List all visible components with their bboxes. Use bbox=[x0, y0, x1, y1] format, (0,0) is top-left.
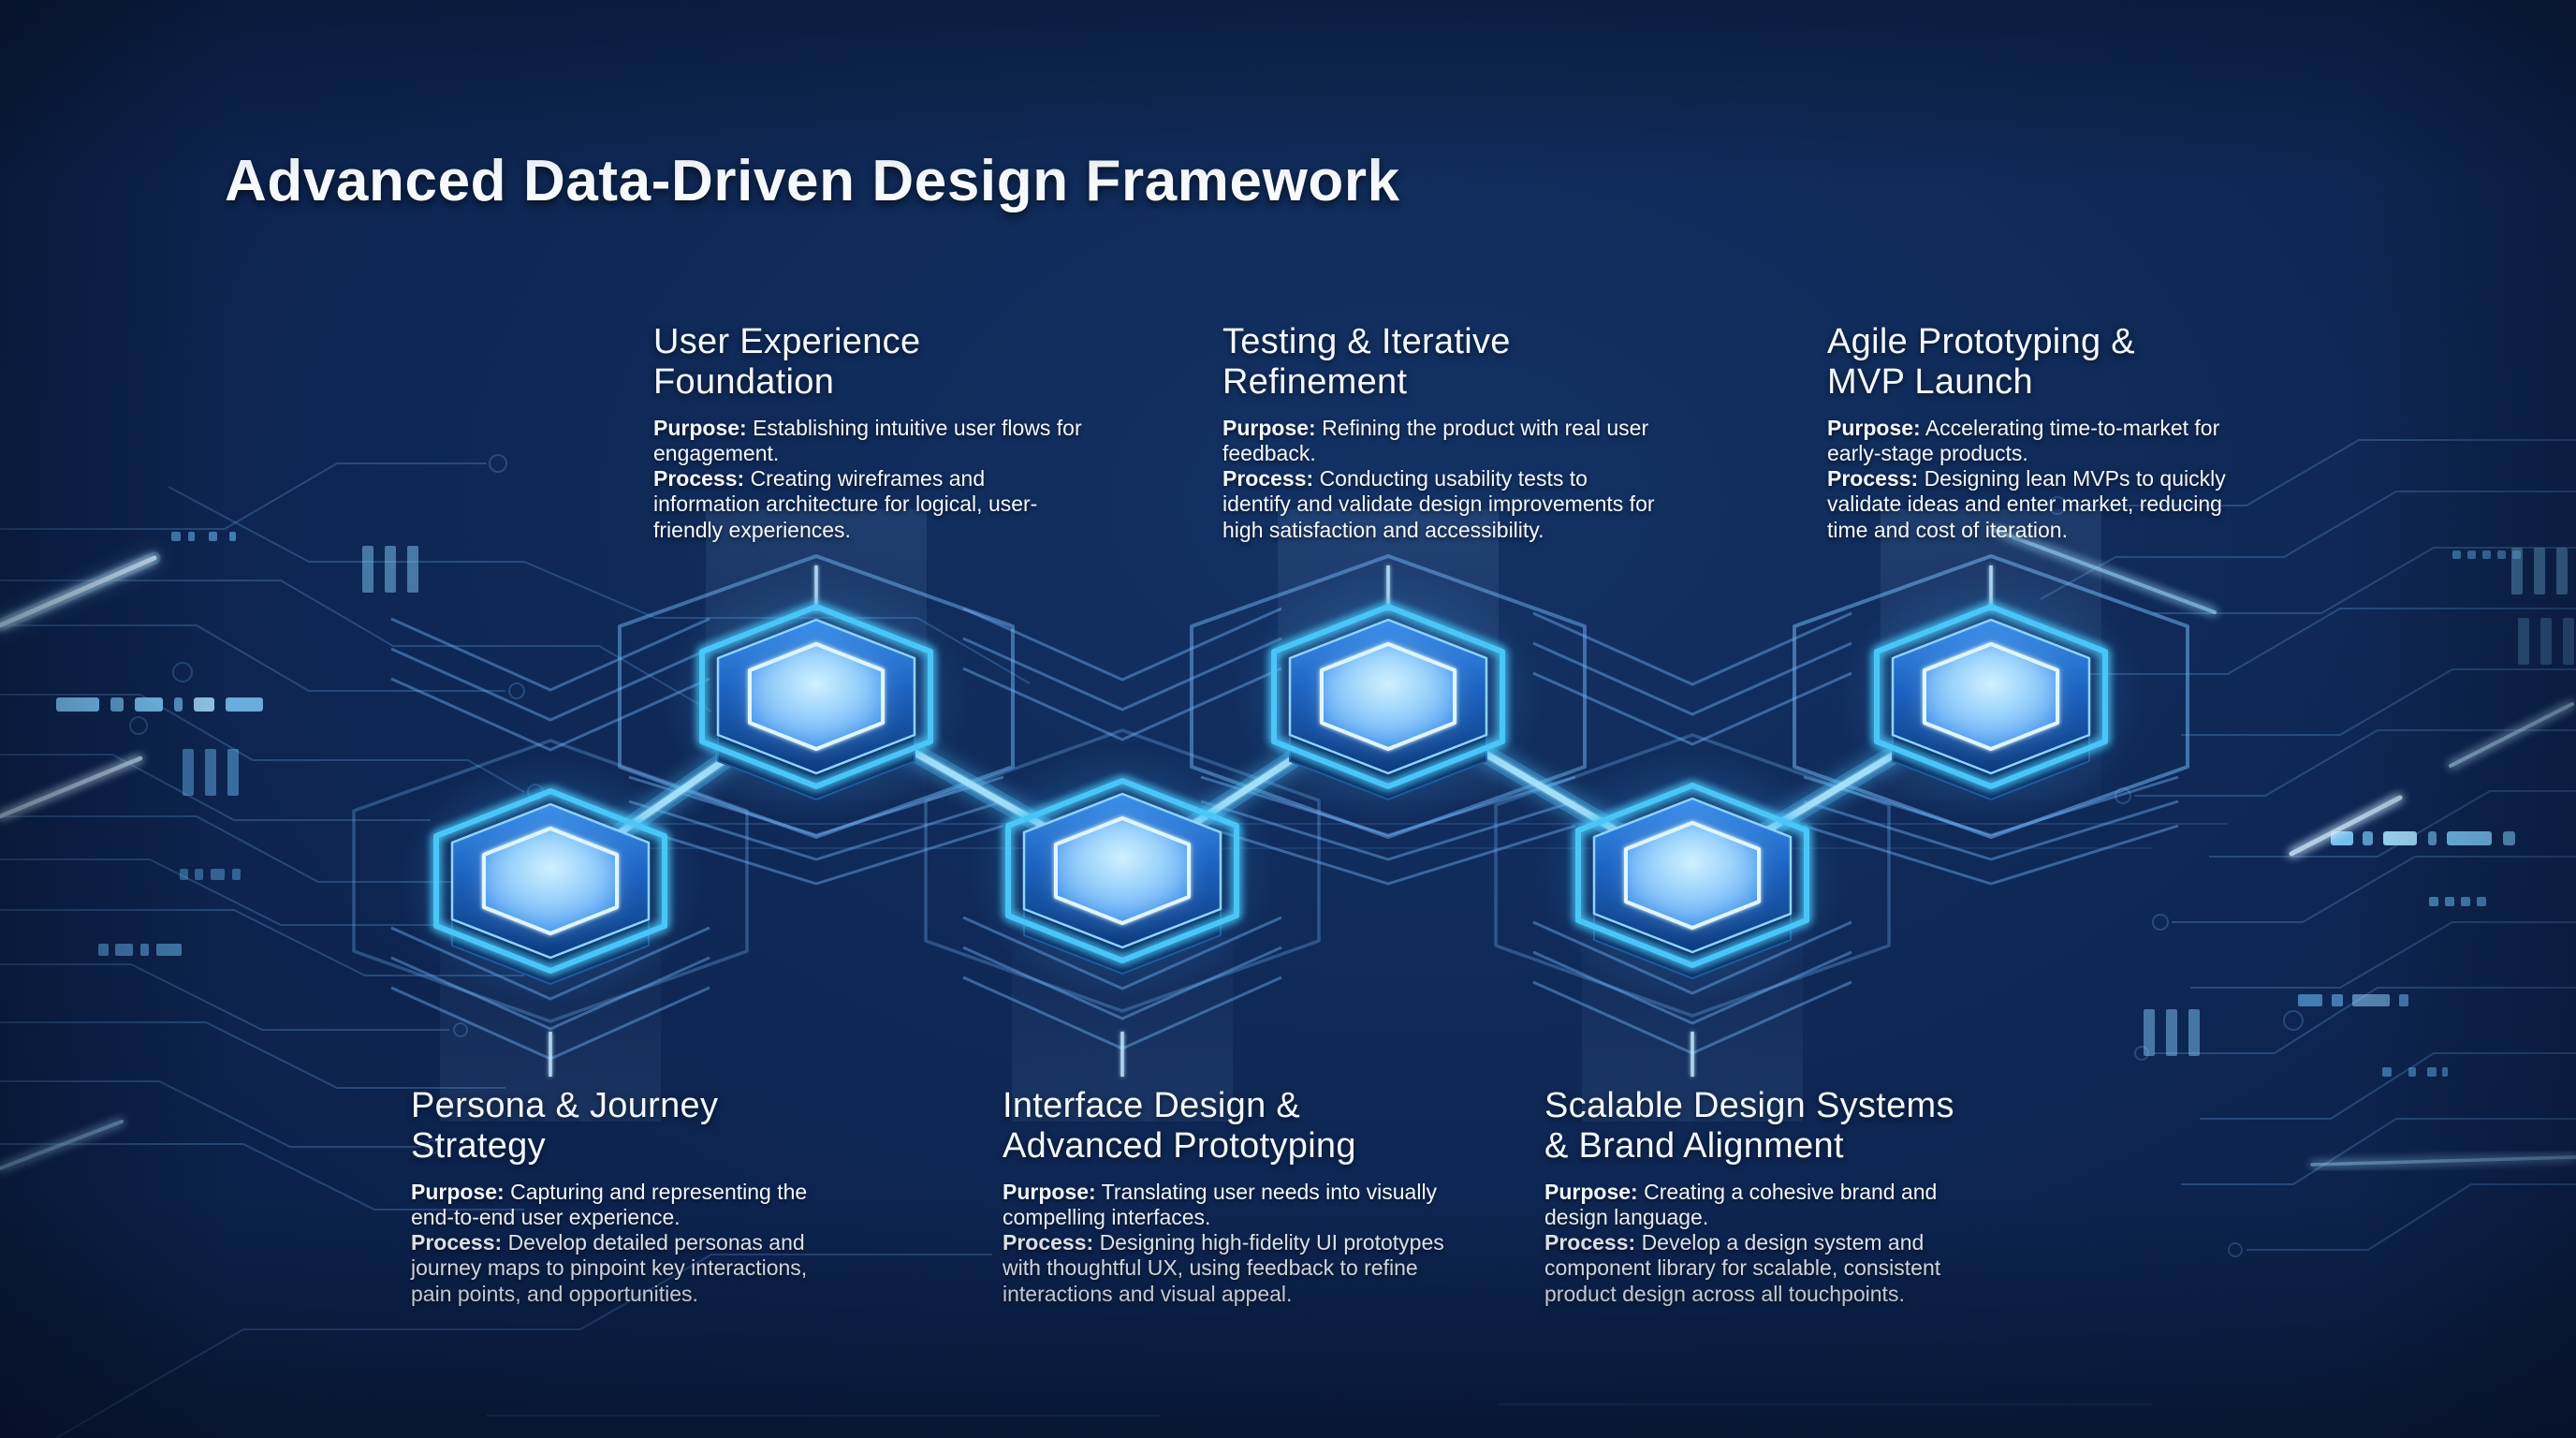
vertical-bars bbox=[2518, 618, 2574, 665]
vertical-bars bbox=[183, 749, 239, 796]
hex-node-user-experience bbox=[662, 570, 971, 823]
scalable-design-systems-brand-alignment-card: Scalable Design Systems& Brand Alignment… bbox=[1544, 1086, 2001, 1307]
step-heading-line: Scalable Design Systems bbox=[1544, 1086, 1954, 1125]
step-heading-line: Foundation bbox=[653, 361, 835, 402]
hex-node-interface-design bbox=[968, 744, 1277, 997]
step-heading-line: Advanced Prototyping bbox=[1003, 1125, 1356, 1166]
step-process: Process: Creating wireframes and informa… bbox=[653, 466, 1038, 542]
step-process: Process: Develop a design system and com… bbox=[1544, 1230, 1941, 1306]
step-heading-line: Agile Prototyping & bbox=[1827, 322, 2135, 361]
hex-node-persona-journey bbox=[396, 755, 705, 1007]
step-heading-line: Refinement bbox=[1222, 361, 1408, 402]
agile-prototyping-mvp-launch-card: Agile Prototyping &MVP Launch Purpose: A… bbox=[1827, 322, 2267, 543]
step-process: Process: Designing lean MVPs to quickly … bbox=[1827, 466, 2226, 542]
hex-node-agile-mvp bbox=[1837, 570, 2145, 823]
step-purpose: Purpose: Creating a cohesive brand and d… bbox=[1544, 1180, 1938, 1230]
step-heading-line: Testing & Iterative bbox=[1222, 322, 1511, 361]
step-purpose: Purpose: Translating user needs into vis… bbox=[1003, 1180, 1438, 1230]
interface-design-advanced-prototyping-card: Interface Design &Advanced Prototyping P… bbox=[1003, 1086, 1452, 1307]
vertical-bars bbox=[362, 546, 418, 593]
step-purpose: Purpose: Capturing and representing the … bbox=[411, 1180, 808, 1230]
step-process: Process: Develop detailed personas and j… bbox=[411, 1230, 808, 1306]
step-heading: Interface Design &Advanced Prototyping bbox=[1003, 1086, 1452, 1166]
step-heading-line: User Experience bbox=[653, 322, 921, 361]
step-process: Process: Conducting usability tests to i… bbox=[1222, 466, 1655, 542]
step-process: Process: Designing high-fidelity UI prot… bbox=[1003, 1230, 1444, 1306]
page-title: Advanced Data-Driven Design Framework bbox=[225, 149, 1400, 213]
circuit-traces-center bbox=[524, 823, 2228, 849]
step-heading: Agile Prototyping &MVP Launch bbox=[1827, 322, 2267, 402]
step-purpose: Purpose: Accelerating time-to-market for… bbox=[1827, 416, 2220, 466]
step-purpose: Purpose: Refining the product with real … bbox=[1222, 416, 1649, 466]
vertical-bars bbox=[2144, 1009, 2200, 1056]
hex-node-testing-refinement bbox=[1234, 570, 1543, 823]
step-heading-line: & Brand Alignment bbox=[1544, 1125, 1844, 1166]
vertical-bars bbox=[2511, 548, 2568, 594]
step-heading-line: Interface Design & bbox=[1003, 1086, 1301, 1125]
step-purpose: Purpose: Establishing intuitive user flo… bbox=[653, 416, 1082, 466]
step-heading-line: Strategy bbox=[411, 1125, 546, 1166]
step-heading-line: MVP Launch bbox=[1827, 361, 2033, 402]
step-heading-line: Persona & Journey bbox=[411, 1086, 719, 1125]
hex-node-scalable-systems bbox=[1538, 749, 1847, 1002]
step-heading: Scalable Design Systems& Brand Alignment bbox=[1544, 1086, 2001, 1166]
